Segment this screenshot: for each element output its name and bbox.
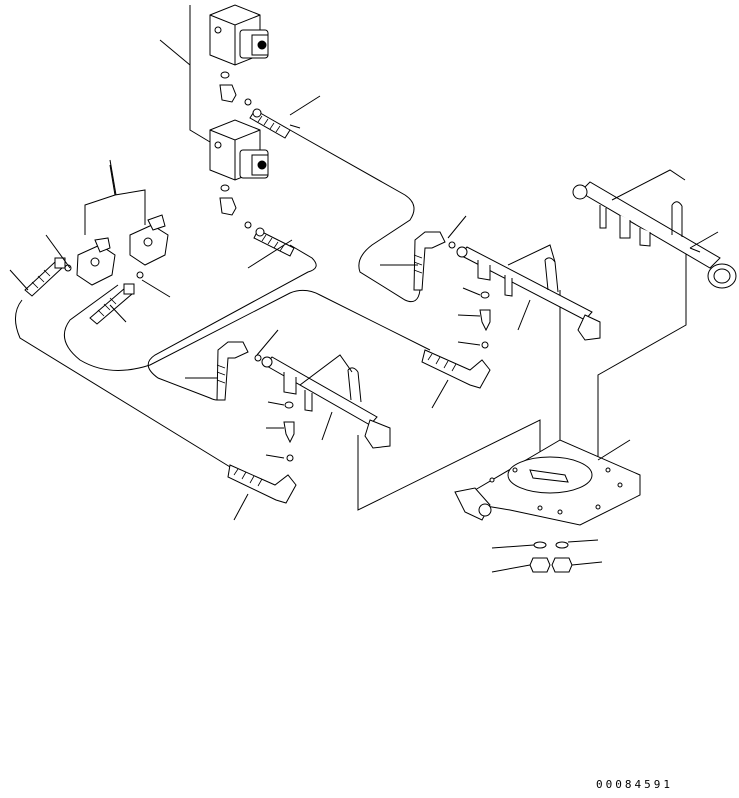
right-manifold-link-b — [598, 240, 686, 510]
center-manifold — [457, 247, 600, 340]
hose-line-left — [15, 300, 235, 470]
left-valve-pair — [65, 165, 168, 285]
right-manifold — [573, 182, 736, 288]
hose-elbow-fitting-low — [228, 465, 296, 503]
drawing-number: 00084591 — [596, 778, 673, 791]
hose-line-upper-b — [290, 125, 300, 128]
valve-fittings-lower — [220, 185, 251, 228]
leader-lines — [10, 96, 718, 572]
center-manifold-fittings — [480, 292, 490, 348]
hose-elbow-fitting-mid — [422, 350, 490, 388]
lower-manifold-fittings — [284, 402, 294, 461]
lower-manifold — [262, 357, 390, 448]
hose-end-fitting-left-2 — [90, 284, 134, 324]
hose-end-fitting-1 — [250, 109, 290, 138]
hose-elbow-fitting-left — [217, 342, 261, 400]
valve-link-line-b — [160, 40, 190, 65]
hose-end-fitting-2 — [254, 228, 294, 256]
valve-fittings-upper — [220, 72, 251, 105]
hose-end-fitting-left — [25, 258, 65, 296]
hydraulic-lines — [15, 5, 686, 510]
hose-line-upper — [290, 130, 420, 302]
valve-link-line — [190, 5, 210, 142]
solenoid-valve-lower — [210, 120, 268, 180]
hose-elbow-fitting-center — [414, 232, 455, 290]
solenoid-valve-upper — [210, 5, 268, 65]
base-plate-hardware — [530, 542, 572, 572]
hose-line-left-loop — [64, 285, 430, 370]
base-plate — [455, 440, 640, 525]
